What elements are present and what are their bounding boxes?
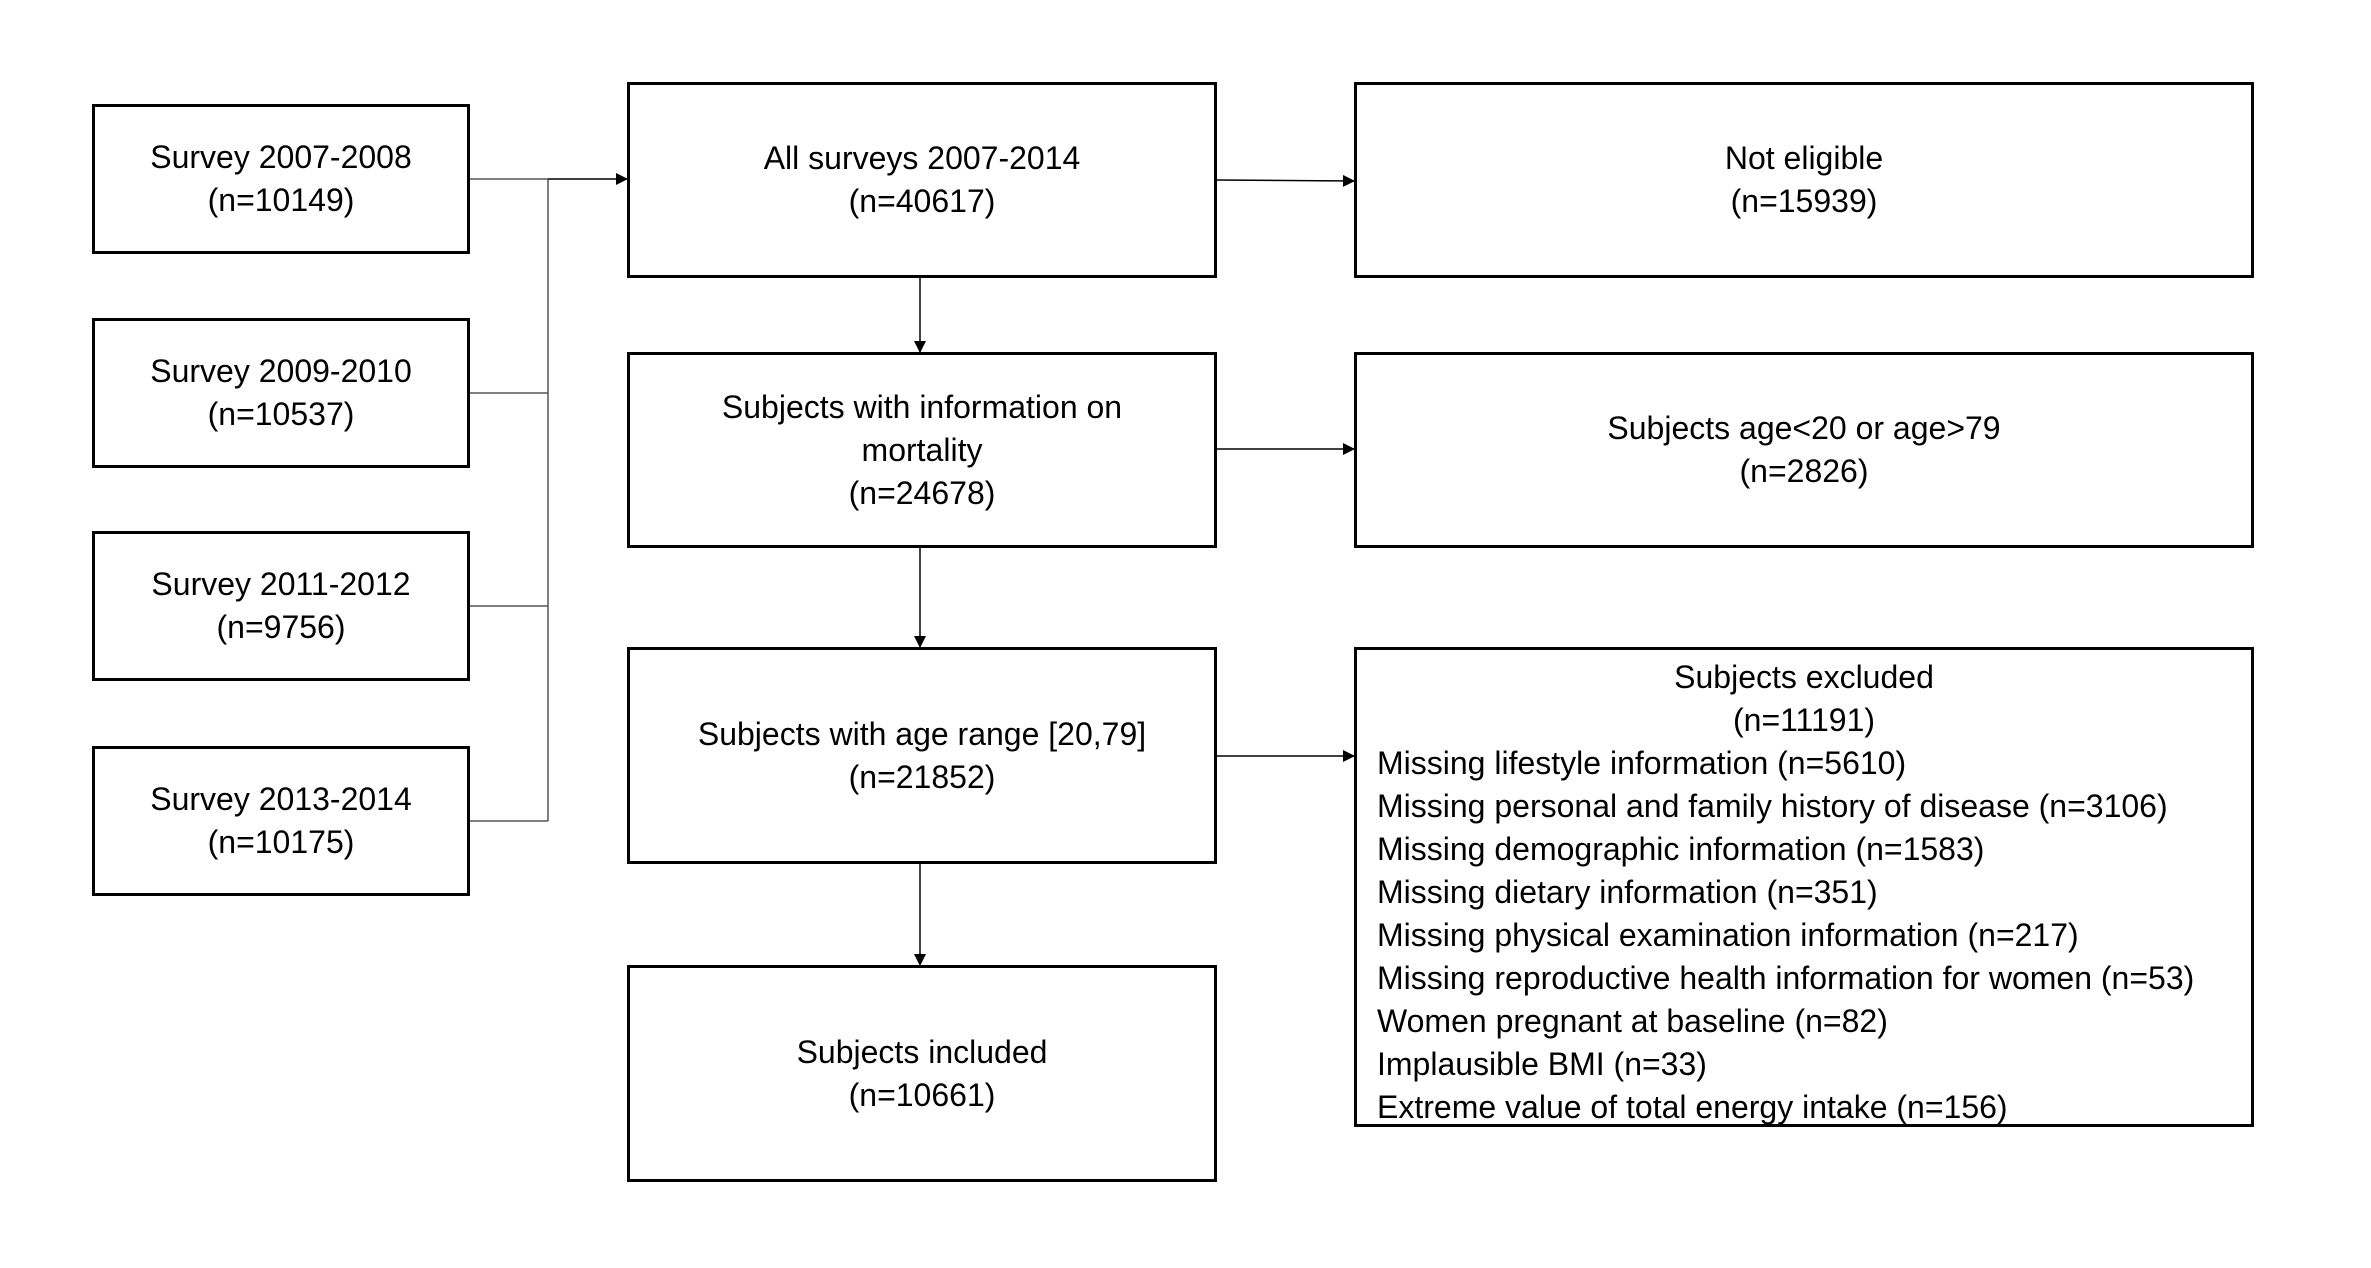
included-title: Subjects included bbox=[796, 1033, 1048, 1070]
not-eligible-title: Not eligible bbox=[1724, 140, 1884, 176]
included-box: Subjects included (n=10661) bbox=[627, 965, 1217, 1182]
arrow-all-to-not-eligible bbox=[1216, 174, 1355, 187]
excluded-box: Subjects excluded (n=11191) Missing life… bbox=[1354, 647, 2254, 1127]
exclusion-reason: Missing lifestyle information (n=5610) bbox=[1377, 745, 1907, 781]
survey-title: Survey 2013-2014 bbox=[150, 781, 412, 817]
survey-count: (n=10537) bbox=[207, 396, 355, 432]
exclusion-reason: Implausible BMI (n=33) bbox=[1377, 1046, 1707, 1082]
survey-count: (n=9756) bbox=[216, 609, 346, 645]
survey-2007-box: Survey 2007-2008 (n=10149) bbox=[92, 104, 470, 254]
all-surveys-count: (n=40617) bbox=[848, 183, 996, 219]
excluded-title: Subjects excluded bbox=[1674, 659, 1934, 695]
age-range-title: Subjects with age range [20,79] bbox=[697, 715, 1147, 752]
age-range-box: Subjects with age range [20,79] (n=21852… bbox=[627, 647, 1217, 864]
age-range-count: (n=21852) bbox=[848, 758, 996, 795]
survey-title: Survey 2009-2010 bbox=[150, 353, 412, 389]
exclusion-reason: Missing personal and family history of d… bbox=[1377, 788, 2168, 824]
survey-count: (n=10175) bbox=[207, 824, 355, 860]
all-surveys-title: All surveys 2007-2014 bbox=[763, 140, 1081, 176]
not-eligible-count: (n=15939) bbox=[1730, 183, 1878, 219]
exclusion-reason: Missing demographic information (n=1583) bbox=[1377, 831, 1985, 867]
survey-title: Survey 2011-2012 bbox=[151, 566, 411, 602]
exclusion-reason: Missing reproductive health information … bbox=[1377, 960, 2195, 996]
exclusion-reason: Women pregnant at baseline (n=82) bbox=[1377, 1003, 1888, 1039]
mortality-count: (n=24678) bbox=[848, 474, 996, 511]
not-eligible-box: Not eligible (n=15939) bbox=[1354, 82, 2254, 278]
age-excluded-box: Subjects age<20 or age>79 (n=2826) bbox=[1354, 352, 2254, 548]
mortality-title-line2: mortality bbox=[861, 431, 983, 468]
mortality-box: Subjects with information on mortality (… bbox=[627, 352, 1217, 548]
exclusion-reason: Extreme value of total energy intake (n=… bbox=[1377, 1089, 2008, 1125]
exclusion-reason: Missing dietary information (n=351) bbox=[1377, 874, 1878, 910]
age-excluded-count: (n=2826) bbox=[1739, 453, 1869, 489]
survey-2009-box: Survey 2009-2010 (n=10537) bbox=[92, 318, 470, 468]
survey-2011-box: Survey 2011-2012 (n=9756) bbox=[92, 531, 470, 681]
age-excluded-title: Subjects age<20 or age>79 bbox=[1607, 410, 2001, 446]
survey-2013-box: Survey 2013-2014 (n=10175) bbox=[92, 746, 470, 896]
exclusion-reason: Missing physical examination information… bbox=[1377, 917, 2079, 953]
mortality-title-line1: Subjects with information on bbox=[721, 388, 1123, 425]
survey-count: (n=10149) bbox=[207, 182, 355, 218]
included-count: (n=10661) bbox=[848, 1076, 996, 1113]
all-surveys-box: All surveys 2007-2014 (n=40617) bbox=[627, 82, 1217, 278]
excluded-count: (n=11191) bbox=[1732, 702, 1876, 738]
survey-title: Survey 2007-2008 bbox=[150, 139, 412, 175]
